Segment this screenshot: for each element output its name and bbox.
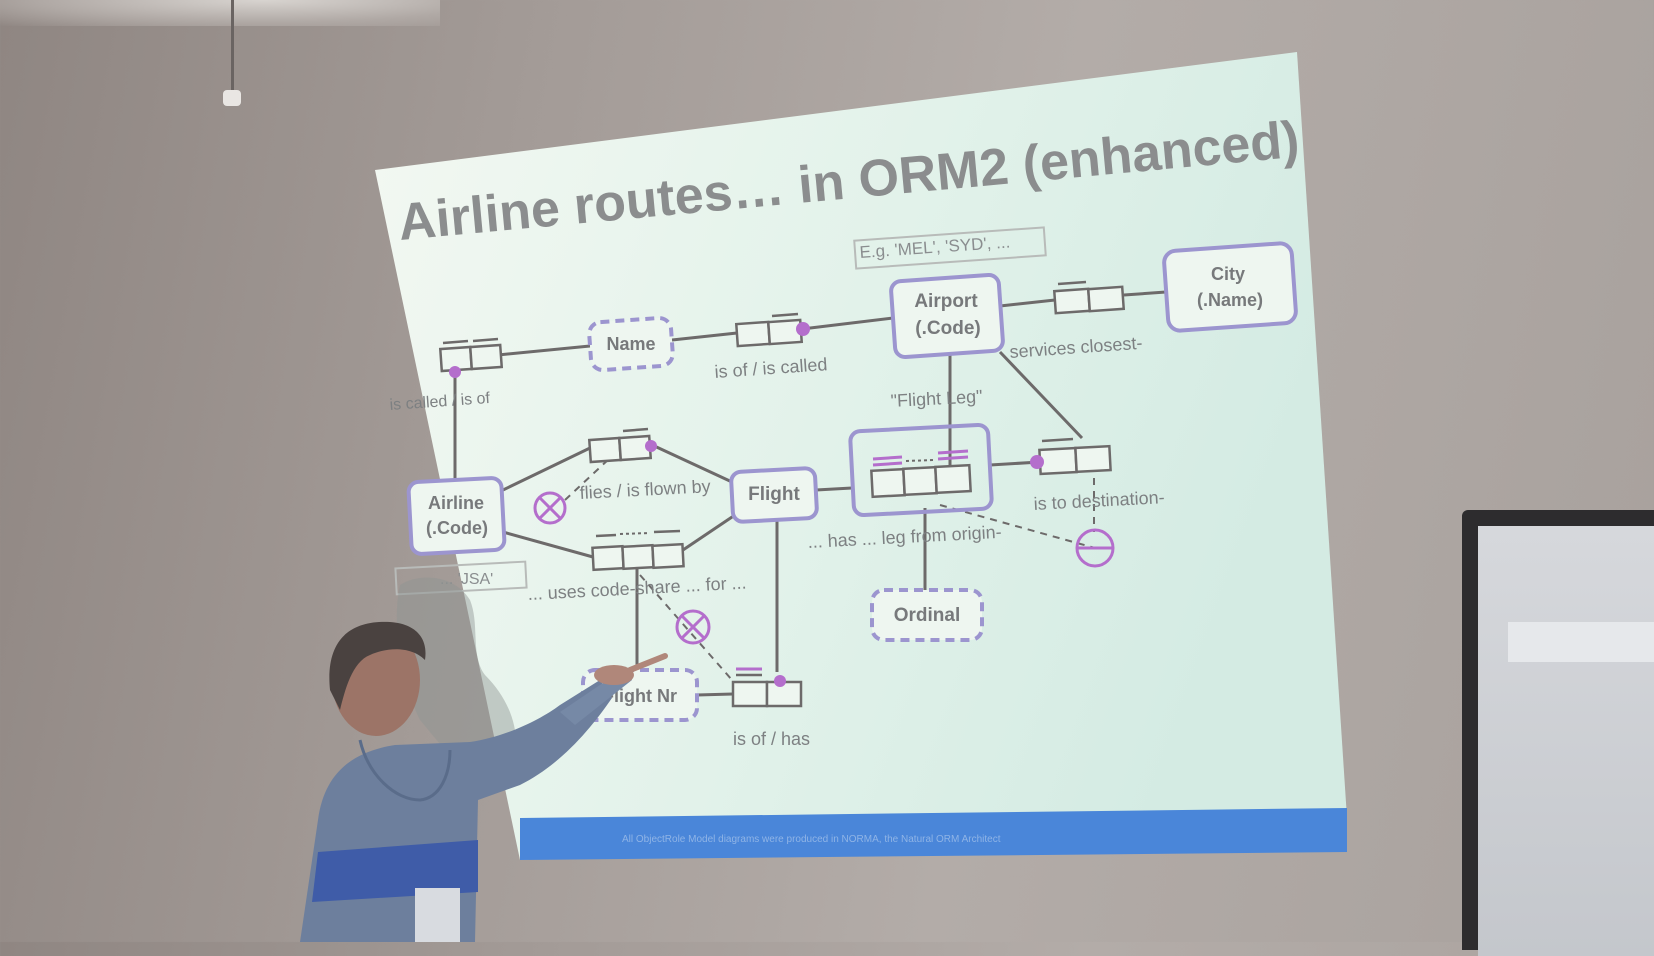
uniqueness-bars: [442, 280, 1087, 677]
name-label: Name: [606, 334, 655, 354]
value-type-ordinal: Ordinal: [870, 588, 984, 642]
reading-flight-nr: is of / has: [733, 729, 810, 749]
role-boxes: [438, 285, 1126, 708]
whiteboard-stripe: [1508, 622, 1654, 662]
external-uniqueness-icon: [1075, 528, 1115, 568]
ceiling-fixture: [0, 0, 440, 26]
uniqueness-bars-dotted: [619, 532, 651, 535]
flight-label: Flight: [748, 484, 800, 505]
entity-airline: Airline (.Code): [406, 476, 507, 556]
value-type-name: Name: [587, 316, 675, 372]
whiteboard-surface: [1478, 526, 1654, 956]
subset-dashed-lines: [564, 457, 1096, 681]
note-airport-examples: E.g. 'MEL', 'SYD', ...: [853, 226, 1047, 270]
presenter: [300, 621, 668, 942]
flight-leg-objectification: [848, 422, 994, 518]
pendant-cord: [231, 0, 234, 95]
projection-screen: [375, 52, 1347, 860]
flight-leg-label: "Flight Leg": [890, 386, 983, 411]
pendant-light: [223, 90, 241, 106]
city-refmode: (.Name): [1197, 290, 1263, 310]
entity-airport: Airport (.Code): [889, 272, 1005, 360]
connector-lines: [453, 290, 1167, 697]
footer-band: [520, 808, 1347, 860]
mandatory-dots: [449, 322, 1044, 687]
entity-flight: Flight: [729, 466, 819, 524]
airline-label: Airline: [428, 493, 484, 513]
note-airline-examples: ... 'JSA': [394, 560, 528, 596]
airport-refmode: (.Code): [915, 318, 980, 339]
airport-label: Airport: [914, 291, 978, 312]
exclusion-constraint-icon: [675, 609, 711, 645]
exclusion-constraint-icon: [533, 491, 567, 525]
city-label: City: [1211, 264, 1245, 284]
airline-examples-text: ... 'JSA': [440, 571, 493, 588]
presenter-shadow: [396, 577, 517, 780]
footer-text: All ObjectRole Model diagrams were produ…: [622, 834, 1001, 845]
airline-refmode: (.Code): [426, 518, 488, 538]
entity-city: City (.Name): [1162, 241, 1298, 333]
ordinal-label: Ordinal: [894, 605, 961, 626]
flight-nr-label: Flight Nr: [603, 686, 677, 706]
